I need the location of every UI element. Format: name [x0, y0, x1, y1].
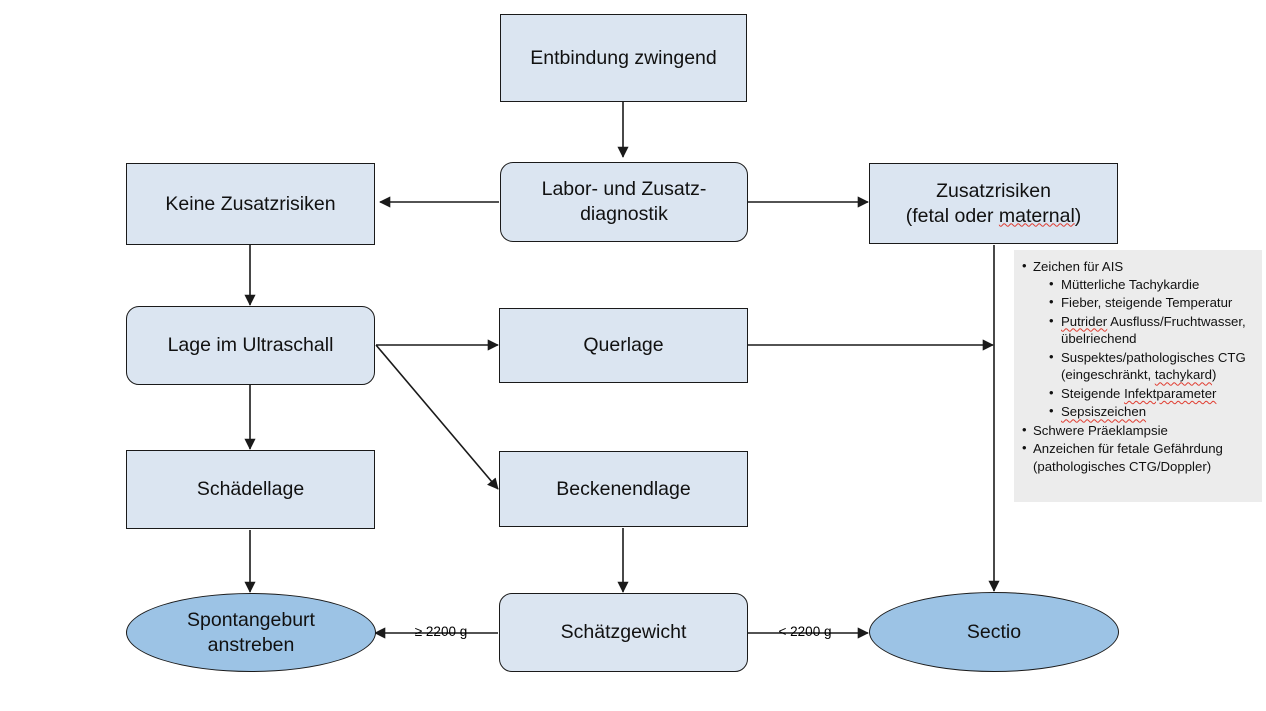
note-subitem: Suspektes/pathologisches CTG (eingeschrä…: [1049, 348, 1252, 384]
note-subitem: Sepsiszeichen: [1049, 402, 1252, 421]
node-zusatzrisiken-line1: Zusatzrisiken: [936, 179, 1051, 202]
node-querlage[interactable]: Querlage: [499, 308, 748, 383]
node-schaedellage-label: Schädellage: [196, 478, 305, 501]
node-zusatzrisiken-line2-pre: (fetal oder: [905, 204, 999, 227]
note-item-ais: Zeichen für AIS Mütterliche Tachykardie …: [1022, 257, 1252, 421]
note-item-text: Schwere Präeklampsie: [1033, 422, 1168, 438]
node-entbindung-zwingend[interactable]: Entbindung zwingend: [500, 14, 747, 102]
notes-list: Zeichen für AIS Mütterliche Tachykardie …: [1022, 257, 1252, 476]
node-labor-label: Labor- und Zusatz- diagnostik: [542, 177, 707, 227]
node-keine-zusatzrisiken[interactable]: Keine Zusatzrisiken: [126, 163, 375, 245]
note-subitem-text: Ausfluss/Fruchtwasser, übelriechend: [1061, 313, 1246, 347]
note-subitem: Mütterliche Tachykardie: [1049, 275, 1252, 294]
edge-label-weight-ge: ≥ 2200 g: [408, 624, 474, 639]
node-beckenendlage-label: Beckenendlage: [556, 477, 691, 500]
note-subitem-misspelled: Sepsiszeichen: [1061, 404, 1147, 420]
note-subitem-text: ): [1212, 367, 1217, 383]
note-item-text: Anzeichen für fetale Gefährdung (patholo…: [1033, 441, 1223, 475]
note-subitem-misspelled: tachykard: [1154, 367, 1213, 383]
note-subitem-misspelled: Infektparameter: [1124, 385, 1217, 401]
edge-label-weight-lt-text: < 2200 g: [778, 624, 832, 639]
node-spontangeburt-anstreben[interactable]: Spontangeburt anstreben: [126, 593, 376, 672]
node-zusatzrisiken-line2-post: ): [1074, 204, 1082, 227]
note-subitem: Putrider Ausfluss/Fruchtwasser, übelriec…: [1049, 312, 1252, 348]
node-labor-line1: Labor- und Zusatz-: [541, 178, 707, 201]
node-beckenendlage[interactable]: Beckenendlage: [499, 451, 748, 527]
note-subitem-text: Suspektes/pathologisches CTG (eingeschrä…: [1061, 349, 1246, 383]
node-lage-label: Lage im Ultraschall: [167, 334, 334, 357]
node-zusatzrisiken[interactable]: Zusatzrisiken (fetal oder maternal): [869, 163, 1118, 244]
note-subitem-misspelled: Putrider: [1061, 313, 1108, 329]
node-lage-im-ultraschall[interactable]: Lage im Ultraschall: [126, 306, 375, 385]
node-schaedellage[interactable]: Schädellage: [126, 450, 375, 529]
note-subitem-text: Fieber, steigende Temperatur: [1061, 295, 1233, 311]
node-spontangeburt-label: Spontangeburt anstreben: [187, 608, 315, 658]
node-schaetzgewicht[interactable]: Schätzgewicht: [499, 593, 748, 672]
node-labor-line2: diagnostik: [580, 203, 668, 225]
node-spontangeburt-line1: Spontangeburt: [187, 608, 315, 631]
edge-lage-to-beckenendlage: [375, 344, 499, 490]
node-entbindung-label: Entbindung zwingend: [530, 46, 717, 69]
note-subitem: Steigende Infektparameter: [1049, 384, 1252, 403]
note-subitem-text: Mütterliche Tachykardie: [1061, 276, 1200, 292]
node-schaetzgewicht-label: Schätzgewicht: [560, 621, 687, 644]
note-item-fetale-gefaehrdung: Anzeichen für fetale Gefährdung (patholo…: [1022, 439, 1252, 475]
node-querlage-label: Querlage: [583, 334, 664, 357]
node-spontangeburt-line2: anstreben: [207, 633, 295, 656]
node-zusatzrisiken-label: Zusatzrisiken (fetal oder maternal): [906, 179, 1082, 229]
note-subitem-text: Steigende: [1061, 385, 1125, 401]
notes-sublist-ais: Mütterliche Tachykardie Fieber, steigend…: [1049, 275, 1252, 421]
note-subitem: Fieber, steigende Temperatur: [1049, 293, 1252, 312]
node-sectio-label: Sectio: [966, 620, 1022, 643]
node-keine-zusatzrisiken-label: Keine Zusatzrisiken: [165, 192, 336, 215]
note-ais-label: Zeichen für AIS: [1033, 259, 1124, 274]
node-zusatzrisiken-line2-misspelled: maternal: [998, 204, 1075, 227]
node-labor-und-zusatzdiagnostik[interactable]: Labor- und Zusatz- diagnostik: [500, 162, 748, 242]
edge-label-weight-ge-text: ≥ 2200 g: [414, 624, 468, 639]
note-item-praeklampsie: Schwere Präeklampsie: [1022, 421, 1252, 440]
risk-criteria-notes-panel: Zeichen für AIS Mütterliche Tachykardie …: [1014, 250, 1262, 502]
edge-label-weight-lt: < 2200 g: [772, 624, 838, 639]
node-sectio[interactable]: Sectio: [869, 592, 1119, 672]
